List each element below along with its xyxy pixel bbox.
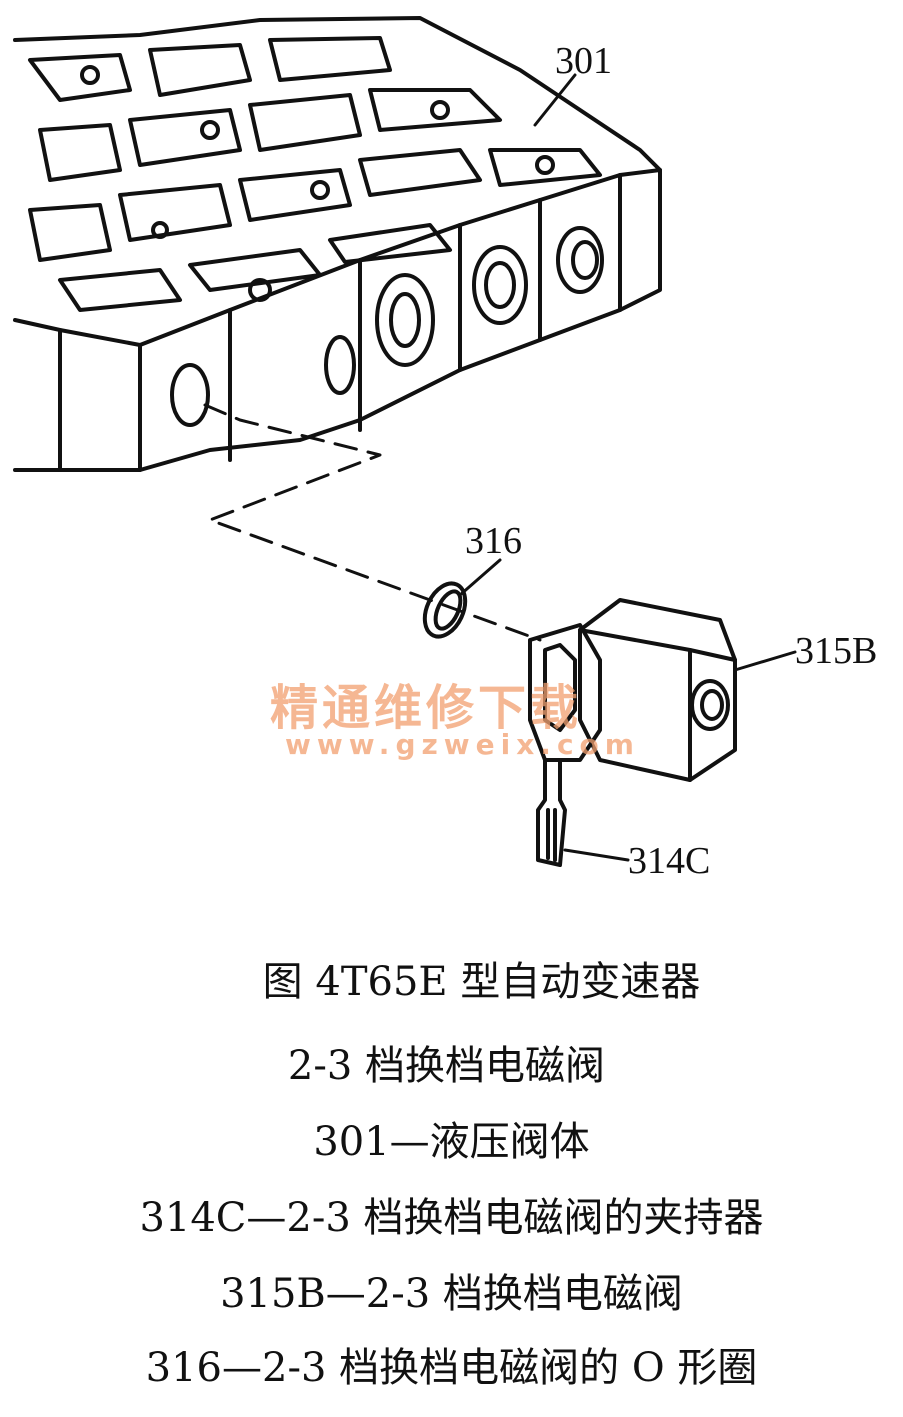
valve-body bbox=[13, 16, 662, 472]
o-ring bbox=[422, 581, 468, 639]
label-301: 301 bbox=[555, 40, 612, 82]
leader-316 bbox=[458, 558, 502, 597]
watermark-url: www.gzweix.com bbox=[285, 728, 640, 761]
exploded-view-drawing bbox=[13, 16, 797, 867]
label-314c: 314C bbox=[628, 840, 711, 882]
label-316: 316 bbox=[465, 520, 522, 562]
leader-315b bbox=[733, 650, 797, 672]
caption-item-316: 316—2-3 档换档电磁阀的 O 形圈 bbox=[145, 1345, 758, 1391]
caption-item-314c: 314C—2-3 档换档电磁阀的夹持器 bbox=[139, 1195, 764, 1241]
caption-item-315b: 315B—2-3 档换档电磁阀 bbox=[220, 1271, 683, 1317]
caption-title: 图 4T65E 型自动变速器 bbox=[262, 959, 701, 1005]
solenoid bbox=[528, 598, 737, 782]
retainer-clip bbox=[536, 758, 567, 867]
leader-301 bbox=[533, 73, 577, 127]
caption-item-301: 301—液压阀体 bbox=[313, 1119, 590, 1165]
assembly-line bbox=[203, 403, 542, 642]
watermark-title: 精通维修下载 bbox=[270, 680, 583, 736]
leader-314c bbox=[563, 848, 630, 862]
label-315b: 315B bbox=[795, 630, 878, 672]
caption-subtitle: 2-3 档换档电磁阀 bbox=[287, 1043, 606, 1089]
